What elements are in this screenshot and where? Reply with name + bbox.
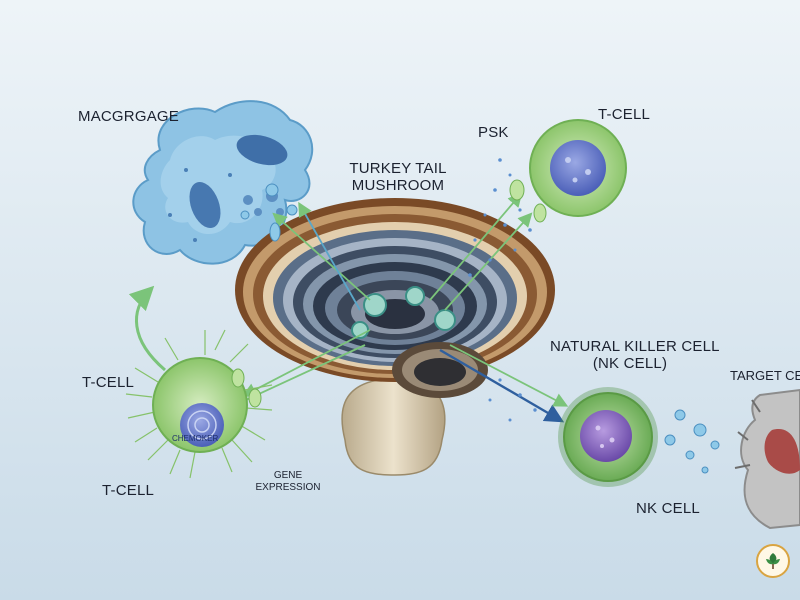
activation-arrow — [128, 285, 166, 372]
label-natural-killer: NATURAL KILLER CELL (NK CELL) — [550, 338, 720, 372]
label-mushroom-line1: TURKEY TAIL — [349, 160, 447, 177]
t-cell-lower-left — [125, 329, 273, 479]
turkey-tail-mushroom — [235, 198, 555, 476]
label-mushroom-line2: MUSHROOM — [351, 177, 445, 194]
label-nk-cell: NK CELL — [636, 500, 700, 517]
label-gene-expression: GENE EXPRESSION — [248, 470, 328, 494]
label-psk: PSK — [478, 124, 509, 141]
label-gene-line2: EXPRESSION — [255, 482, 321, 493]
label-mushroom: TURKEY TAIL MUSHROOM — [338, 160, 458, 194]
label-gene-line1: GENE — [273, 470, 303, 481]
label-nk-line1: NATURAL KILLER CELL — [550, 338, 720, 355]
nk-cell — [558, 387, 658, 487]
leaf-icon — [766, 553, 780, 569]
label-target: TARGET CE — [730, 368, 800, 383]
label-cell-inner: CHEMOKER — [172, 434, 219, 443]
t-cell-top — [509, 119, 627, 223]
psk-particles — [468, 158, 547, 422]
label-macrophage: MACGRGAGE — [78, 108, 179, 125]
label-t-cell-left-upper: T-CELL — [82, 374, 135, 391]
released-molecules — [240, 183, 720, 474]
target-cell — [734, 388, 800, 530]
label-t-cell-top: T-CELL — [598, 106, 651, 123]
label-nk-line2: (NK CELL) — [592, 355, 668, 372]
label-t-cell-left-lower: T-CELL — [102, 482, 155, 499]
leaf-badge-icon — [756, 544, 790, 578]
